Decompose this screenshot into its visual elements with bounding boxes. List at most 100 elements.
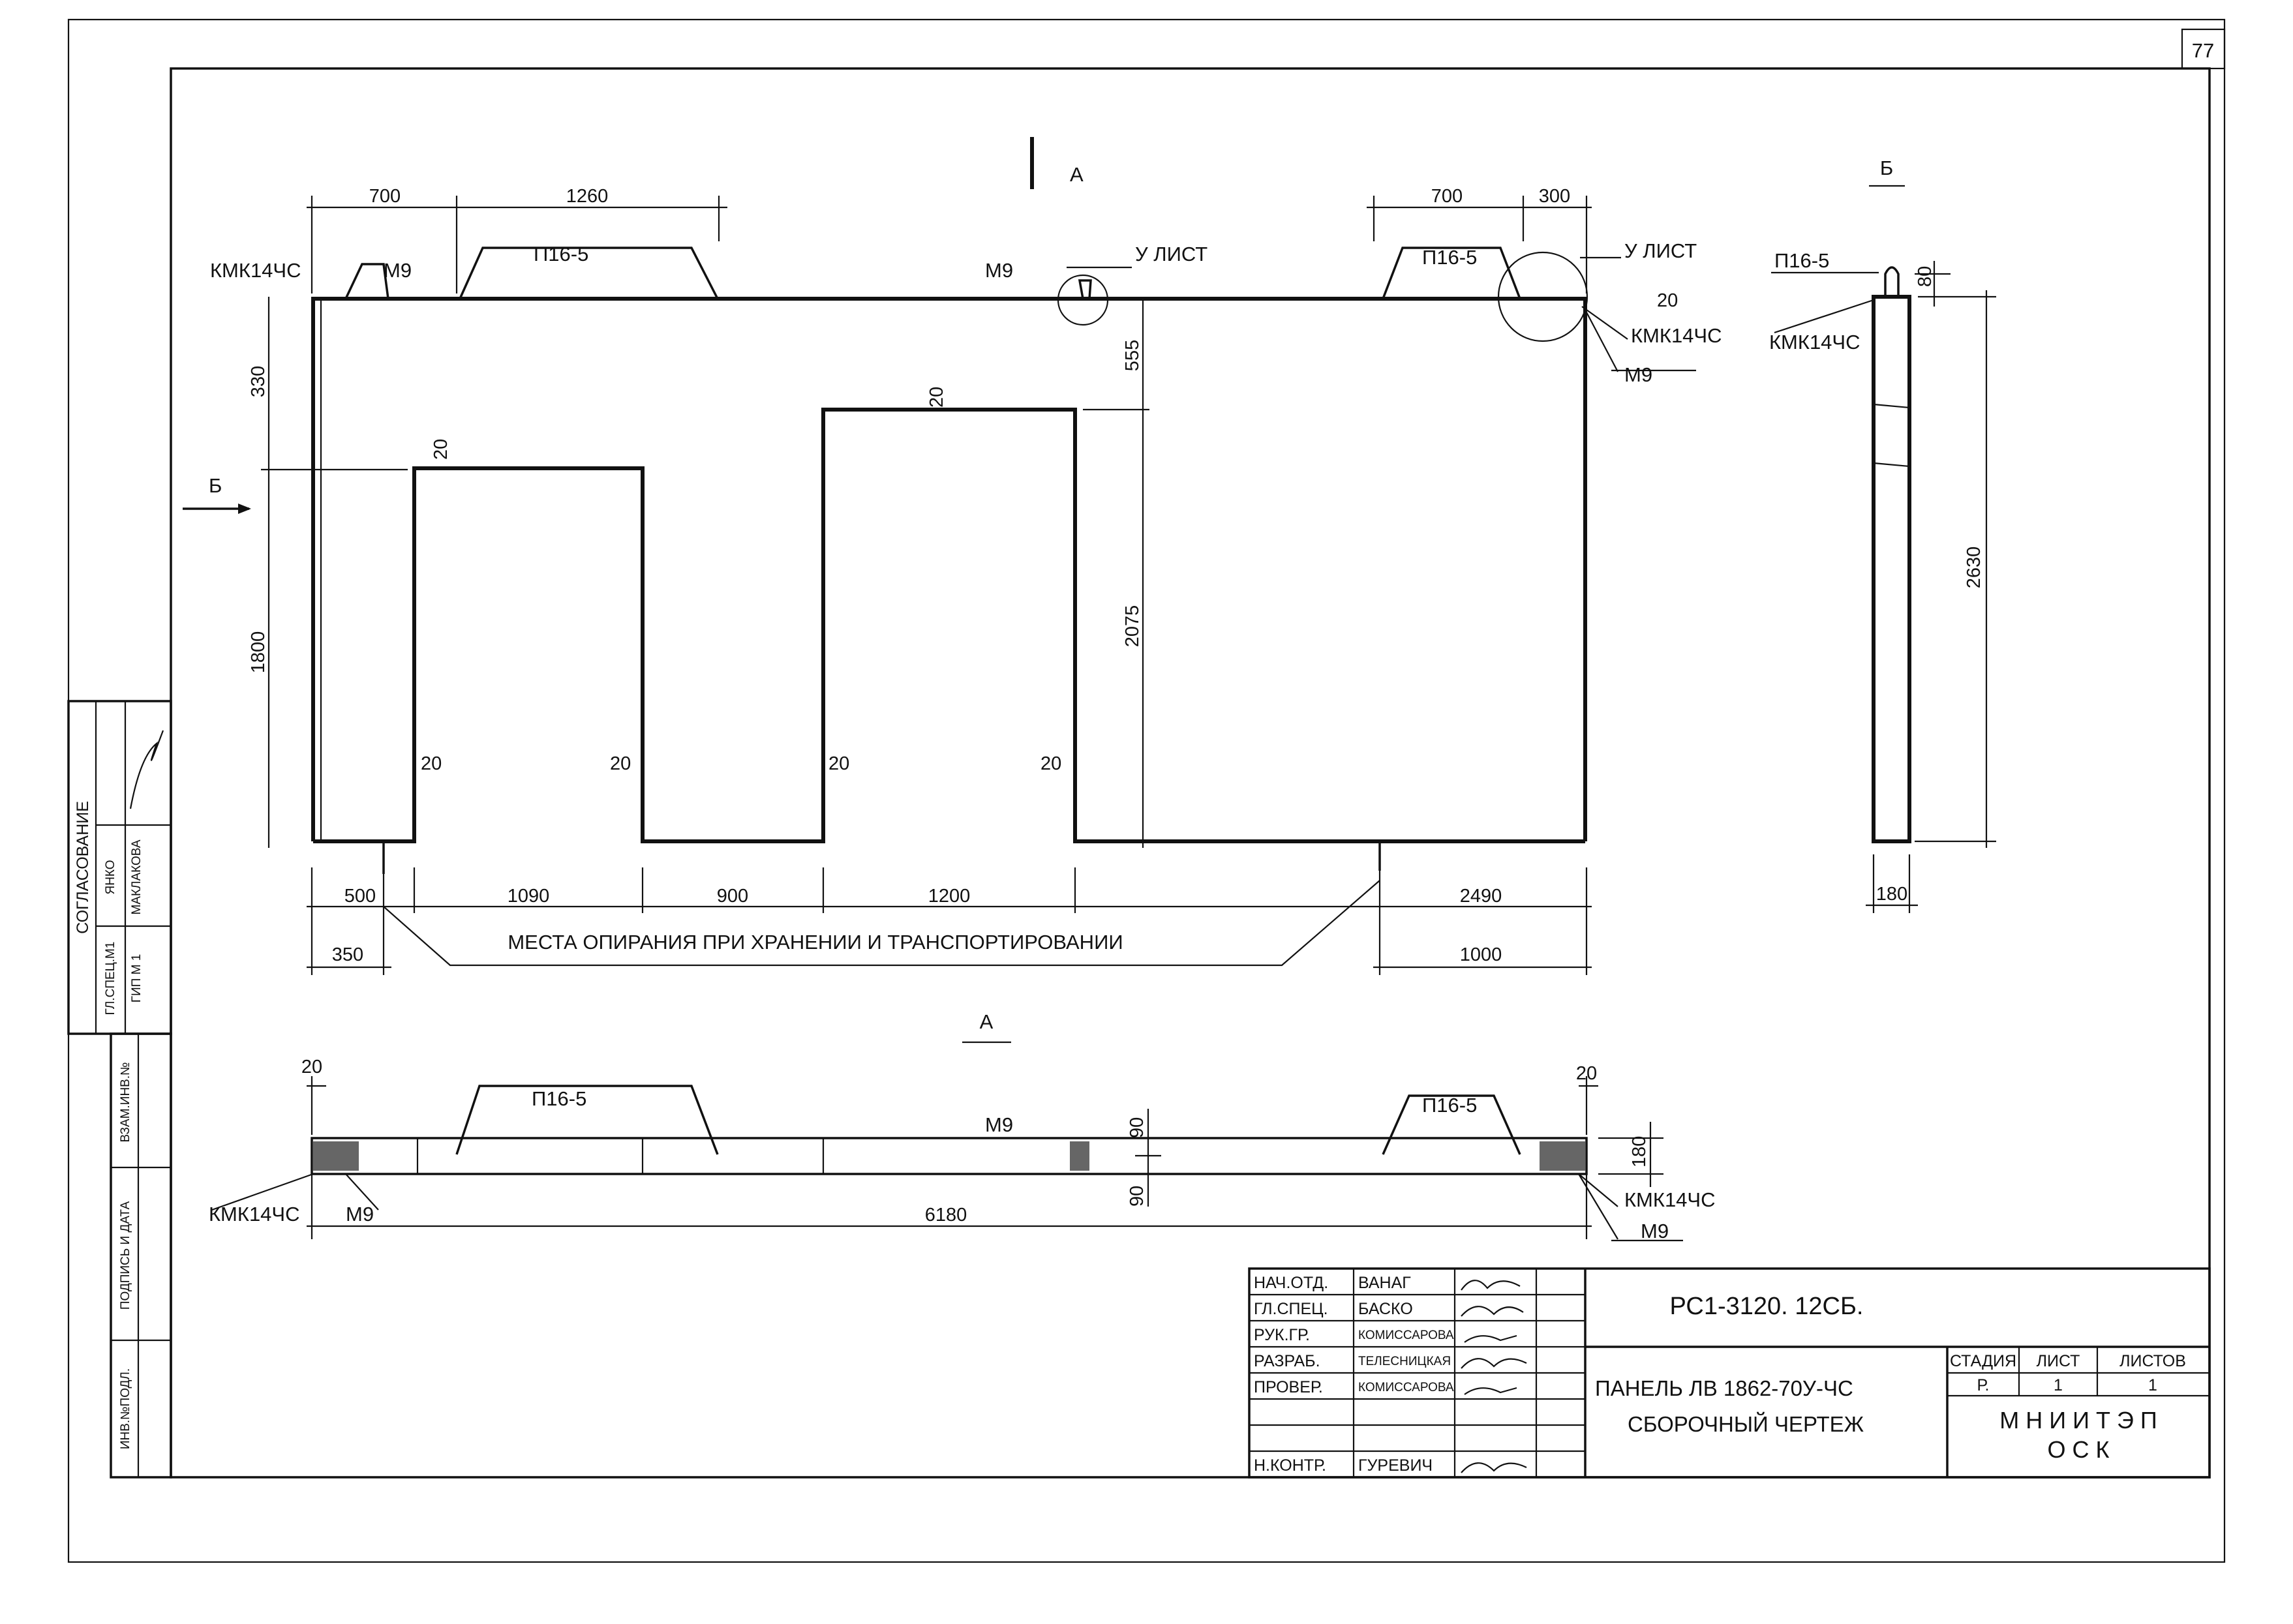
- label-p16-right: П16-5: [1422, 246, 1477, 269]
- plate-m9-mid: [1078, 279, 1092, 299]
- tb-role-4: ПРОВЕР.: [1254, 1378, 1323, 1396]
- dim-20-d: 20: [1040, 753, 1061, 774]
- dim-20-door1-top: 20: [431, 439, 451, 460]
- section-b-mark: Б: [209, 474, 222, 497]
- dim-900: 900: [717, 886, 748, 907]
- detail-circle-mid: [1057, 274, 1109, 326]
- plate-mid: [1070, 1141, 1089, 1171]
- section-b-arrowhead: [238, 504, 251, 514]
- dim-20-c: 20: [828, 753, 849, 774]
- tb-role-0: НАЧ.ОТД.: [1254, 1274, 1328, 1292]
- approval-role-2: ГИП М 1: [130, 954, 144, 1003]
- section-b-loop: [1884, 266, 1900, 297]
- tb-role-3: РАЗРАБ.: [1254, 1352, 1320, 1370]
- tb-role-1: ГЛ.СПЕЦ.: [1254, 1300, 1328, 1318]
- section-a-title: А: [980, 1010, 994, 1033]
- dim-1200: 1200: [928, 886, 971, 907]
- dim-330: 330: [248, 366, 269, 397]
- approval-name-2: МАКЛАКОВА: [130, 839, 144, 914]
- plate-right: [1540, 1141, 1585, 1171]
- tb-role-2: РУК.ГР.: [1254, 1326, 1310, 1344]
- dim-555: 555: [1122, 340, 1143, 371]
- approval-signature: [129, 730, 164, 809]
- dim-500: 500: [344, 886, 376, 907]
- stage-value: Р.: [1977, 1376, 1990, 1394]
- dim-90-bottom: 90: [1127, 1186, 1147, 1207]
- stamp-orig-inv: ИНВ.№ПОДЛ.: [119, 1368, 132, 1449]
- label-ulist-right: У ЛИСТ: [1624, 239, 1697, 262]
- tb-role-7: Н.КОНТР.: [1254, 1456, 1326, 1475]
- plan-outline: [311, 1137, 1588, 1175]
- label-kmk-plan-left: КМК14ЧС: [209, 1203, 299, 1226]
- tb-name-0: ВАНАГ: [1358, 1274, 1411, 1292]
- dim-1800: 1800: [248, 631, 269, 674]
- signatures: [1461, 1280, 1527, 1473]
- label-kmk-right: КМК14ЧС: [1631, 324, 1722, 347]
- dim-1090: 1090: [508, 886, 550, 907]
- stage-header: СТАДИЯ: [1950, 1352, 2016, 1370]
- org-line-2: О С К: [2048, 1436, 2110, 1463]
- dim-350: 350: [332, 944, 363, 965]
- title-block: НАЧ.ОТД. ВАНАГ ГЛ.СПЕЦ. БАСКО РУК.ГР. КО…: [1248, 1267, 2211, 1479]
- label-m9-mid: М9: [985, 259, 1013, 282]
- panel-elevation: [311, 247, 1588, 874]
- side-stamp: ВЗАМ.ИНВ.№ ПОДПИСЬ И ДАТА ИНВ.№ПОДЛ.: [110, 1032, 172, 1479]
- label-m9-right: М9: [1624, 363, 1652, 386]
- dim-20-b: 20: [610, 753, 631, 774]
- label-ulist-mid: У ЛИСТ: [1135, 243, 1207, 265]
- tb-name-2: КОМИССАРОВА: [1358, 1329, 1454, 1342]
- tb-name-7: ГУРЕВИЧ: [1358, 1456, 1433, 1475]
- label-p16-section-b: П16-5: [1774, 249, 1829, 272]
- tb-name-4: КОМИССАРОВА: [1358, 1381, 1454, 1394]
- label-p16-plan-left: П16-5: [532, 1087, 586, 1110]
- label-m9-plan-mid: М9: [985, 1113, 1013, 1136]
- label-p16-plan-right: П16-5: [1422, 1094, 1477, 1117]
- approval-block: СОГЛАСОВАНИЕ ГЛ.СПЕЦ.М1 ЯНКО ГИП М 1 МАК…: [67, 700, 172, 1035]
- label-kmk-section-b: КМК14ЧС: [1769, 331, 1860, 353]
- loop-left-small: [344, 263, 389, 299]
- tb-name-1: БАСКО: [1358, 1300, 1413, 1318]
- support-note: МЕСТА ОПИРАНИЯ ПРИ ХРАНЕНИИ И ТРАНСПОРТИ…: [508, 931, 1123, 954]
- dim-180-plan: 180: [1629, 1136, 1650, 1167]
- approval-name-1: ЯНКО: [104, 860, 117, 894]
- label-kmk-plan-right: КМК14ЧС: [1624, 1188, 1715, 1211]
- sheet-header: ЛИСТ: [2037, 1352, 2080, 1370]
- dim-80: 80: [1915, 266, 1936, 287]
- approval-role-1: ГЛ.СПЕЦ.М1: [104, 942, 117, 1015]
- detail-circle-right: [1497, 251, 1588, 342]
- door-openings: [313, 408, 1585, 843]
- panel-outline: [311, 297, 1587, 841]
- label-m9-plan-left: М9: [346, 1203, 374, 1226]
- dim-1000: 1000: [1460, 944, 1502, 965]
- loop-p16-right: [1382, 247, 1521, 299]
- dim-90-top: 90: [1127, 1117, 1147, 1138]
- dim-20-door2-top: 20: [926, 387, 947, 408]
- section-b-title: Б: [1880, 157, 1893, 179]
- sheets-header: ЛИСТОВ: [2119, 1352, 2186, 1370]
- doc-code: РС1-3120. 12СБ.: [1669, 1293, 1863, 1320]
- stamp-replace-inv: ВЗАМ.ИНВ.№: [119, 1062, 132, 1142]
- dim-2490: 2490: [1460, 886, 1502, 907]
- dim-20-plan-left: 20: [301, 1057, 322, 1077]
- loop-p16-left: [459, 247, 719, 299]
- dim-700-right: 700: [1431, 186, 1463, 207]
- dim-6180: 6180: [925, 1205, 967, 1226]
- dim-2630: 2630: [1964, 547, 1984, 589]
- plan-loop-left: [455, 1085, 719, 1155]
- sheet-value: 1: [2054, 1376, 2063, 1394]
- dim-180-section-b: 180: [1876, 884, 1907, 905]
- section-b-view: Б П16-5 КМК14ЧС 80 2630 180: [1769, 157, 1996, 913]
- dim-2075: 2075: [1122, 605, 1143, 648]
- label-m9-left: М9: [384, 259, 412, 282]
- title-line-1: ПАНЕЛЬ ЛВ 1862-70У-ЧС: [1595, 1376, 1853, 1400]
- sheet-number-box: [2181, 28, 2226, 70]
- section-b-outline: [1872, 295, 1911, 843]
- label-m9-plan-right: М9: [1641, 1220, 1669, 1242]
- plan-loop-right: [1382, 1094, 1521, 1155]
- sheets-value: 1: [2148, 1376, 2157, 1394]
- dim-20-a: 20: [421, 753, 442, 774]
- inner-frame: [170, 67, 2211, 1479]
- plan-view: А 20: [209, 1010, 1715, 1242]
- tb-name-3: ТЕЛЕСНИЦКАЯ: [1358, 1355, 1451, 1368]
